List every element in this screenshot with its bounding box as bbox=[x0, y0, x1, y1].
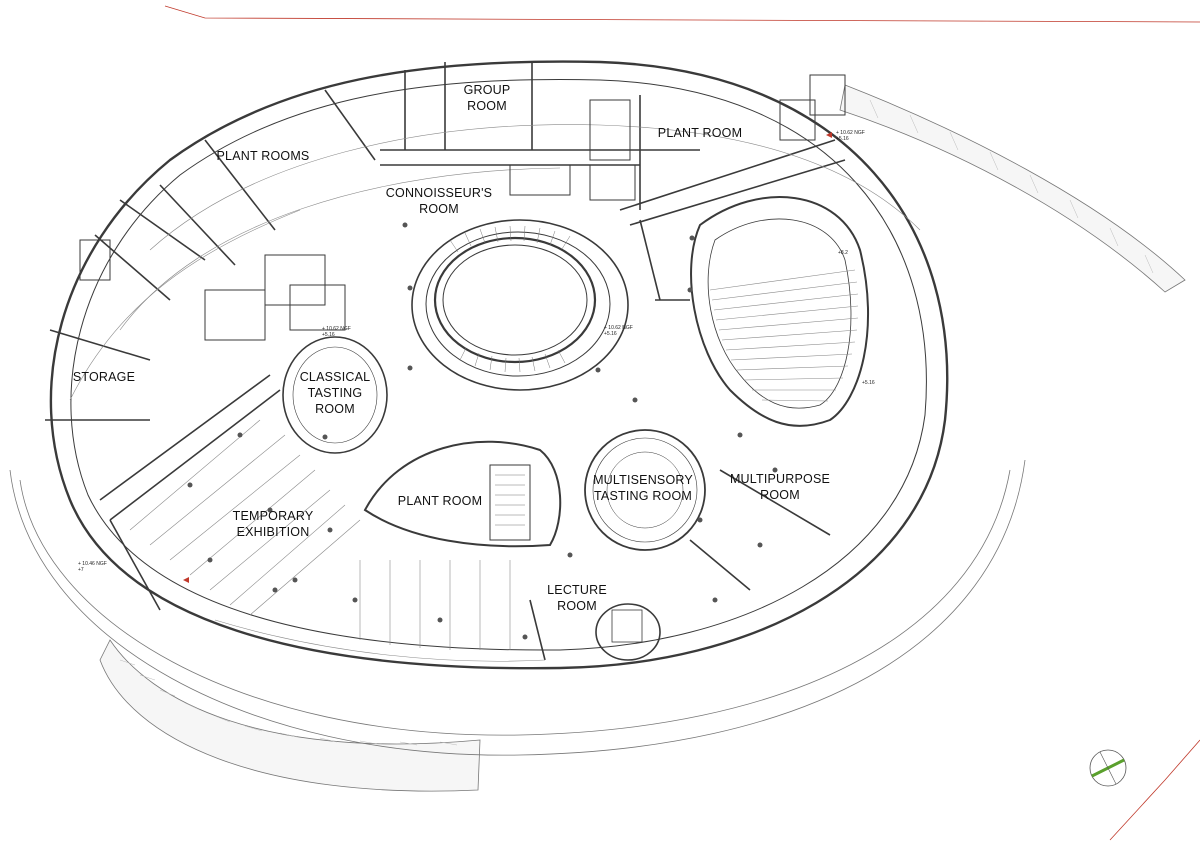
label-lecture-room: LECTURE ROOM bbox=[547, 583, 607, 613]
label-connoisseurs-room: CONNOISSEUR'S ROOM bbox=[385, 186, 493, 216]
level-annotation: +8.2 bbox=[838, 250, 848, 256]
level-annotation: + 10.46 NGF +7 bbox=[78, 561, 107, 573]
auditorium-seat-rows bbox=[709, 269, 859, 402]
plant-room-stair bbox=[495, 474, 525, 526]
label-temporary-exhibition: TEMPORARY EXHIBITION bbox=[232, 509, 314, 539]
north-arrow-icon bbox=[1089, 749, 1127, 787]
label-plant-room-top: PLANT ROOM bbox=[657, 126, 743, 140]
auditorium bbox=[690, 196, 870, 427]
label-plant-rooms: PLANT ROOMS bbox=[216, 149, 310, 163]
level-annotation: + 10.62 NGF +5.16 bbox=[604, 325, 633, 337]
lecture-room-outline bbox=[595, 603, 661, 661]
label-plant-room-center: PLANT ROOM bbox=[397, 494, 483, 508]
service-rooms bbox=[79, 74, 846, 341]
building-shell bbox=[49, 60, 949, 670]
label-group-room: GROUP ROOM bbox=[463, 83, 511, 113]
label-storage: STORAGE bbox=[72, 370, 136, 384]
atrium-stair-treads bbox=[449, 225, 571, 373]
plant-room-center-outline bbox=[363, 440, 562, 548]
multisensory-tasting-room-outline bbox=[584, 429, 706, 551]
label-classical-tasting-room: CLASSICAL TASTING ROOM bbox=[299, 370, 371, 416]
level-markers bbox=[183, 132, 832, 583]
columns bbox=[187, 222, 778, 640]
level-annotation: + 10.62 NGF +5.16 bbox=[836, 130, 865, 142]
label-multisensory-tasting-room: MULTISENSORY TASTING ROOM bbox=[593, 473, 693, 503]
label-multipurpose-room: MULTIPURPOSE ROOM bbox=[729, 472, 831, 502]
interior-lines bbox=[69, 124, 921, 662]
level-annotation: + 10.62 NGF +5.16 bbox=[322, 326, 351, 338]
ramp-hatching bbox=[119, 99, 1154, 746]
site-boundary bbox=[164, 5, 1200, 841]
level-annotation: +5.16 bbox=[862, 380, 875, 386]
walls bbox=[45, 62, 846, 661]
classical-tasting-room-outline bbox=[282, 336, 388, 454]
outer-ramp bbox=[9, 84, 1186, 792]
central-atrium bbox=[411, 219, 629, 391]
